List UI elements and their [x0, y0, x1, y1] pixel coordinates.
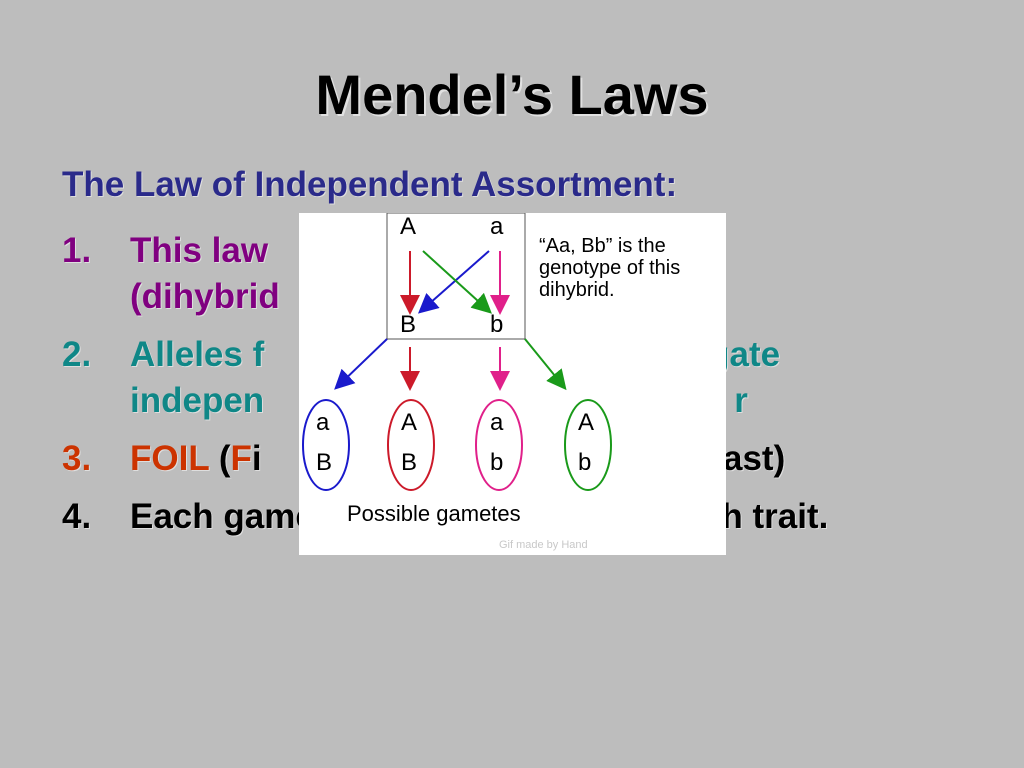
- gametes-caption: Possible gametes: [347, 501, 521, 526]
- list-item-1: 1. This lawor (dihybrid: [62, 228, 962, 320]
- gamete-Ab: [564, 399, 612, 491]
- foil-ast: ast): [722, 439, 786, 478]
- arrow-to-Ab: [524, 338, 567, 391]
- gamete-1-bottom: B: [316, 449, 333, 476]
- parent-box: [386, 213, 526, 340]
- gamete-aB: [302, 399, 350, 491]
- gamete-2-top: A: [401, 409, 418, 436]
- arrow-A-b: [422, 250, 492, 314]
- paren-open: (: [218, 439, 231, 478]
- allele-a: a: [490, 213, 504, 240]
- gamete-AB: [387, 399, 435, 491]
- item-number: 4.: [62, 497, 92, 536]
- item-number: 3.: [62, 439, 92, 478]
- item-text-line2-end: r: [734, 381, 748, 420]
- item-number: 1.: [62, 231, 92, 270]
- gamete-3-top: a: [490, 409, 504, 436]
- slide-title: Mendel’s Laws: [315, 63, 709, 126]
- gamete-2-bottom: B: [401, 449, 418, 476]
- bullet-list: 1. This lawor (dihybrid 2. Alleles fegre…: [62, 228, 962, 552]
- gif-credit: Gif made by Hand: [499, 539, 588, 551]
- allele-A: A: [400, 213, 417, 240]
- item-number: 2.: [62, 335, 92, 374]
- item-text-line2: indepen: [130, 381, 265, 420]
- arrow-to-aB: [334, 338, 388, 390]
- foil-i: i: [251, 439, 262, 478]
- gamete-1-top: a: [316, 409, 330, 436]
- genotype-note: “Aa, Bb” is the genotype of this dihybri…: [539, 235, 681, 301]
- dihybrid-gamete-figure: A a B b a B A B a b A b “Aa, Bb” is the …: [299, 213, 726, 555]
- item-text: Alleles f: [130, 335, 265, 374]
- foil-term: FOIL: [130, 439, 210, 478]
- item-text-line2: (dihybrid: [130, 277, 280, 316]
- slide-subtitle: The Law of Independent Assortment:: [62, 165, 678, 204]
- gamete-ab: [475, 399, 523, 491]
- gamete-3-bottom: b: [490, 449, 504, 476]
- allele-b: b: [490, 311, 504, 338]
- allele-B: B: [400, 311, 417, 338]
- gamete-diagram: [302, 213, 612, 491]
- gamete-4-bottom: b: [578, 449, 592, 476]
- foil-F: F: [230, 439, 252, 478]
- list-item-3: 3. FOIL (FiLast): [62, 436, 962, 482]
- item-text: This law: [130, 231, 269, 270]
- gamete-4-top: A: [578, 409, 595, 436]
